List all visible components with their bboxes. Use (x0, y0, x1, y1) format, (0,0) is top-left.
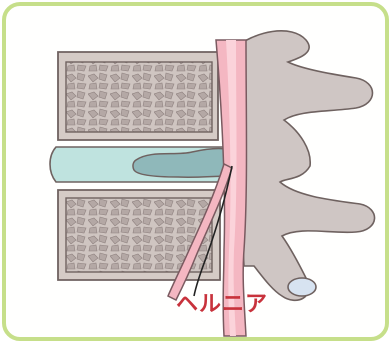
upper-vertebra (58, 52, 218, 140)
facet-joint (288, 278, 316, 296)
herniation-label: ヘルニア (176, 294, 268, 316)
